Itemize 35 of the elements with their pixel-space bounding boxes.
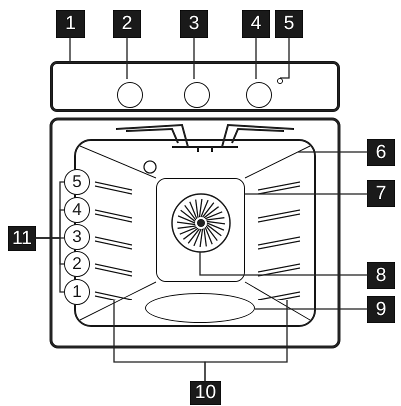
- callout-number: 9: [367, 296, 395, 323]
- control-knob: [184, 82, 210, 108]
- indicator-light: [277, 78, 283, 84]
- fan-cover: [171, 193, 231, 253]
- callout-number: 10: [190, 381, 221, 405]
- back-wall: [156, 178, 245, 282]
- callout-number: 8: [367, 262, 395, 289]
- leader-line: [126, 38, 128, 79]
- leader-line: [193, 38, 195, 79]
- callout-number: 3: [180, 10, 208, 38]
- shelf-level-number: 5: [64, 169, 90, 195]
- callout-number: 2: [113, 10, 141, 38]
- shelf-level-number: 1: [64, 279, 90, 305]
- control-knob: [117, 82, 143, 108]
- leader-line: [280, 38, 290, 79]
- shelf-level-number: 3: [64, 224, 90, 250]
- leader-line: [199, 252, 367, 276]
- callout-number: 6: [367, 139, 395, 166]
- leader-line: [69, 38, 71, 61]
- control-knob: [246, 82, 272, 108]
- callout-number: 11: [8, 226, 36, 251]
- callout-number: 7: [367, 180, 395, 207]
- callout-number: 5: [275, 10, 303, 38]
- callout-number: 1: [56, 10, 85, 38]
- shelf-level-number: 4: [64, 197, 90, 223]
- leader-line: [36, 237, 64, 293]
- leader-line: [255, 38, 257, 79]
- shelf-level-number: 2: [64, 251, 90, 277]
- callout-number: 4: [242, 10, 270, 38]
- leader-line: [255, 308, 367, 310]
- leader-line: [245, 193, 367, 195]
- leader-line: [298, 151, 367, 153]
- leader-line: [204, 300, 288, 381]
- bottom-plate: [145, 293, 255, 323]
- control-panel: [50, 61, 340, 112]
